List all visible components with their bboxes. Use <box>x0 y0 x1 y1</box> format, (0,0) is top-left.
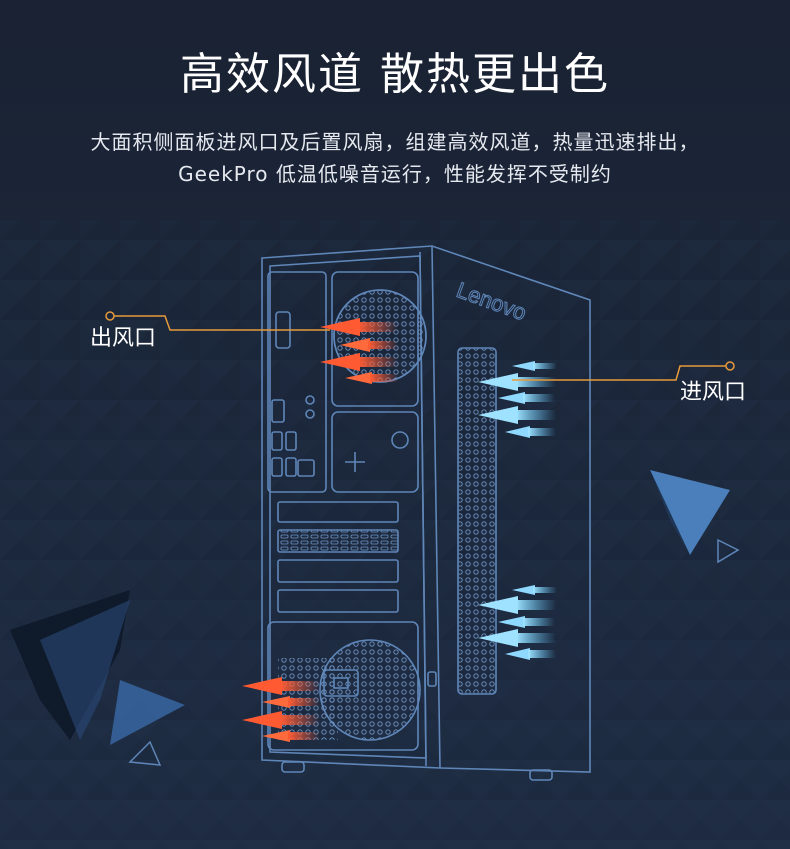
description-line-1: 大面积侧面板进风口及后置风扇，组建高效风道，热量迅速排出， <box>90 130 700 154</box>
inlet-label: 进风口 <box>680 380 747 405</box>
io-panel <box>267 271 327 493</box>
rear-fan <box>331 271 427 407</box>
outlet-label: 出风口 <box>90 326 157 351</box>
exhaust-arrows-top <box>320 318 398 384</box>
cpu-bracket <box>331 411 419 493</box>
intake-arrows-lower <box>478 585 557 660</box>
intake-arrows-upper <box>478 361 557 438</box>
exhaust-arrows-psu <box>242 677 320 742</box>
page-title: 高效风道 散热更出色 <box>180 49 610 100</box>
decor-shape-left <box>10 590 185 766</box>
description-line-2: GeekPro 低温低噪音运行，性能发挥不受制约 <box>178 162 612 186</box>
inlet-callout-line <box>512 361 735 381</box>
decor-shape-right <box>650 470 740 564</box>
expansion-slots <box>277 501 399 613</box>
outlet-callout-line <box>105 311 330 331</box>
side-intake-vent <box>457 347 497 695</box>
case-logo: Lenovo <box>453 277 529 325</box>
